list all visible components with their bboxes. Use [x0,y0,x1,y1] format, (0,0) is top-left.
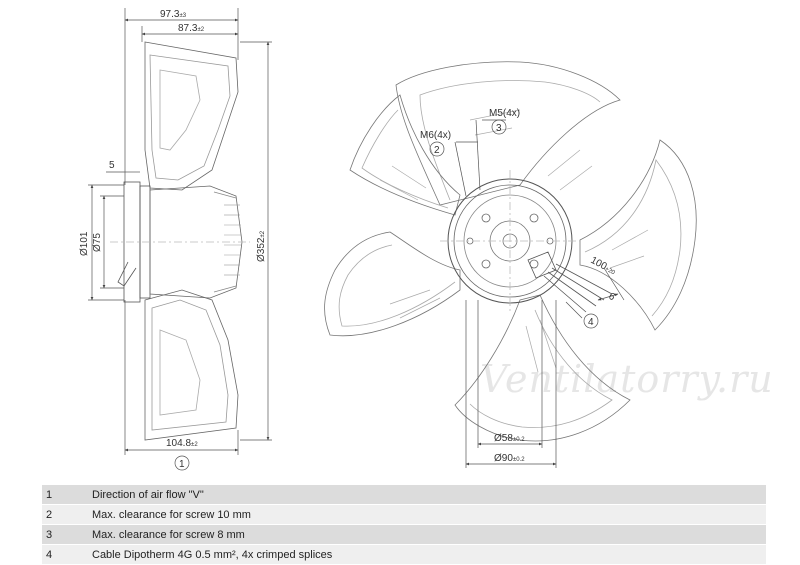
callout-2-circle [429,141,445,157]
side-view [110,41,250,441]
callout-1-circle [174,455,190,471]
dim-diameter-101: Ø101 [79,231,90,256]
blade-2 [579,139,697,331]
legend-text: Max. clearance for screw 10 mm [88,504,766,525]
side-upper-blade-inner [149,54,231,181]
hub-hole [481,213,491,223]
legend-number: 3 [42,524,88,545]
hub-ring [453,184,567,298]
blade-2-inner [584,159,682,317]
dim-diameter-75: Ø75 [92,233,103,252]
front-dimensions [429,119,625,468]
legend-row: 1 Direction of air flow "V" [42,485,766,505]
legend-row: 2 Max. clearance for screw 10 mm [42,504,766,525]
blade-5 [349,94,461,216]
legend-number: 2 [42,504,88,525]
side-lower-blade-rib [159,329,201,416]
cable-leads [543,263,613,313]
blade-1 [395,61,621,206]
legend-text: Max. clearance for screw 8 mm [88,524,766,545]
callout-1-label: 1 [179,459,185,470]
blade-5-inner [361,109,449,209]
side-upper-blade-rib [159,69,201,151]
watermark: Ventilatorry.ru [480,357,774,401]
legend-text: Cable Dipotherm 4G 0.5 mm², 4x crimped s… [88,544,766,565]
callout-4-circle [583,313,599,329]
side-lower-blade [144,289,239,441]
fan-technical-drawing: Ventilatorry.ru [79,8,774,471]
dim-total-width: 97.3±3 [160,9,187,20]
label-m6: M6(4x) [420,130,451,141]
side-cable-gland [117,261,137,287]
callout-2-label: 2 [434,145,440,156]
blade-3 [454,294,631,442]
side-upper-blade [144,41,239,191]
side-dimensions [88,8,272,471]
legend-row: 4 Cable Dipotherm 4G 0.5 mm², 4x crimped… [42,544,766,565]
blade-4 [324,231,461,337]
dim-width: 87.3±2 [178,23,205,34]
callout-3-label: 3 [496,123,502,134]
blade-4-inner [338,244,456,327]
front-blades [324,61,697,442]
legend-number: 4 [42,544,88,565]
callout-3-circle [491,119,507,135]
dim-cable-end: 6 [607,291,617,304]
dim-hub-step: 5 [109,160,115,171]
side-cooling-fins [224,204,241,276]
side-lower-blade-inner [151,299,229,431]
hub-hole [481,259,491,269]
hub-hole [529,213,539,223]
dim-bolt-circle-90: Ø90±0.2 [494,453,525,464]
dim-depth: 104.8±2 [166,438,198,449]
legend-row: 3 Max. clearance for screw 8 mm [42,524,766,545]
dim-bolt-circle-58: Ø58±0.2 [494,433,525,444]
blade-3-inner [469,309,613,428]
front-view [324,61,697,442]
legend-table: 1 Direction of air flow "V" 2 Max. clear… [42,485,766,565]
blade-slots [379,109,649,373]
legend-text: Direction of air flow "V" [88,485,766,505]
legend-number: 1 [42,485,88,505]
dim-diameter-352: Ø352±2 [256,230,267,262]
dim-cable-length: 100+20 [589,255,618,278]
callout-4-label: 4 [588,317,594,328]
label-m5: M5(4x) [489,108,520,119]
